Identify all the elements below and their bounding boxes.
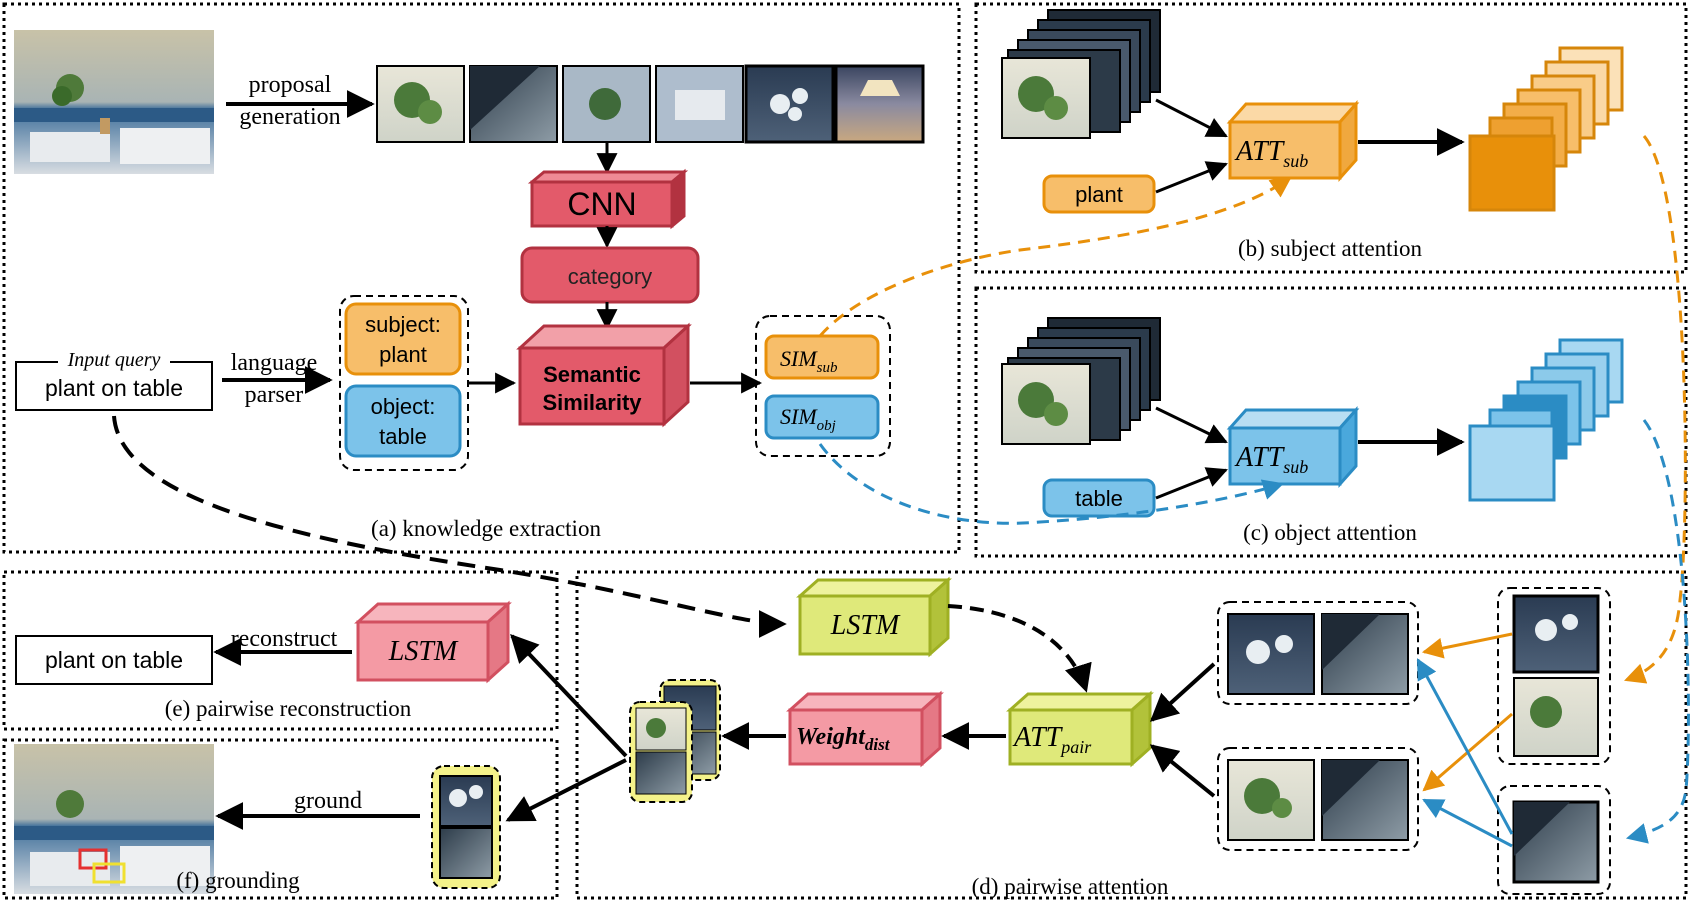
sim-obj-box [764,394,880,440]
object-features-curve [1625,419,1690,844]
subject-label-1: subject: [365,312,441,337]
sim-sub-label: SIMsub [780,346,838,376]
subject-feature-maps [1468,46,1624,212]
reconstruct-label: reconstruct [231,626,338,652]
object-grounding-box [92,862,126,884]
panel-e-title: (e) pairwise reconstruction [165,696,412,721]
subject-features-curve [1624,135,1687,684]
semantic-label-1: Semantic [543,362,641,387]
lstm-label-d: LSTM [830,610,901,641]
proposal-label-2: generation [239,104,340,130]
room-image-a [14,30,214,174]
input-query-text: plant on table [45,375,183,401]
sim-obj-label: SIMobj [780,404,836,434]
semantic-similarity-block: Semantic Similarity [516,322,692,428]
ground-label: ground [294,788,362,814]
grounded-pair [431,765,501,889]
object-label-2: table [379,424,427,449]
object-image-stack [1001,317,1161,445]
panel-d-border [575,570,1688,900]
panel-d-title: (d) pairwise attention [972,874,1169,899]
language-label-1: language [231,350,318,376]
room-image-f [14,744,214,894]
cnn-block: CNN [527,168,689,230]
weighted-pair-stack [629,679,721,803]
panel-b-title: (b) subject attention [1238,236,1422,261]
att-pair-block: ATTpair [1006,690,1154,768]
panel-c-title: (c) object attention [1243,520,1417,545]
att-pair-label: ATTpair [1012,722,1092,757]
weight-dist-block: Weightdist [786,690,944,768]
category-label: category [568,264,652,289]
subject-label-2: plant [379,342,427,367]
att-sub-label-b: ATTsub [1234,136,1308,171]
weight-dist-label: Weightdist [796,724,891,754]
output-query-box [15,635,213,685]
sim-sub-to-att-curve [818,176,1292,337]
panel-b-border [974,2,1688,274]
category-box [520,246,700,304]
output-query-text: plant on table [45,647,183,673]
lstm-block-d: LSTM [796,576,952,658]
att-sub-block-c: ATTsub [1226,406,1360,488]
panel-c-border [974,286,1688,558]
sim-obj-to-att-curve [818,443,1285,525]
object-label-1: object: [371,394,436,419]
cnn-label: CNN [567,186,636,222]
pair-group-2 [1217,747,1419,851]
subject-candidates [1497,587,1611,765]
lstm-block-e: LSTM [354,600,512,684]
subject-box [344,302,462,376]
semantic-label-2: Similarity [542,390,642,415]
att-sub-block-b: ATTsub [1226,100,1360,182]
panel-a-border [2,2,961,554]
query-to-lstm-curve [112,415,787,638]
proposal-label-1: proposal [249,72,332,98]
lstm-label-e: LSTM [388,636,459,667]
object-candidates [1497,785,1611,895]
language-label-2: parser [245,382,304,408]
proposal-strip [376,64,925,144]
table-label: table [1075,486,1123,511]
sim-group [755,315,891,457]
att-sub-label-c: ATTsub [1234,442,1308,477]
object-box [344,384,462,458]
panel-f-border [2,738,559,900]
input-query-caption: Input query [67,349,161,371]
plant-box [1042,174,1156,214]
plant-label: plant [1075,182,1123,207]
pair-group-1 [1217,601,1419,705]
sim-sub-box [764,334,880,380]
panel-a-title: (a) knowledge extraction [371,516,601,541]
panel-e-border [2,570,559,731]
subject-image-stack [1001,9,1161,139]
panel-f-title: (f) grounding [176,868,300,893]
object-feature-maps [1468,338,1624,502]
